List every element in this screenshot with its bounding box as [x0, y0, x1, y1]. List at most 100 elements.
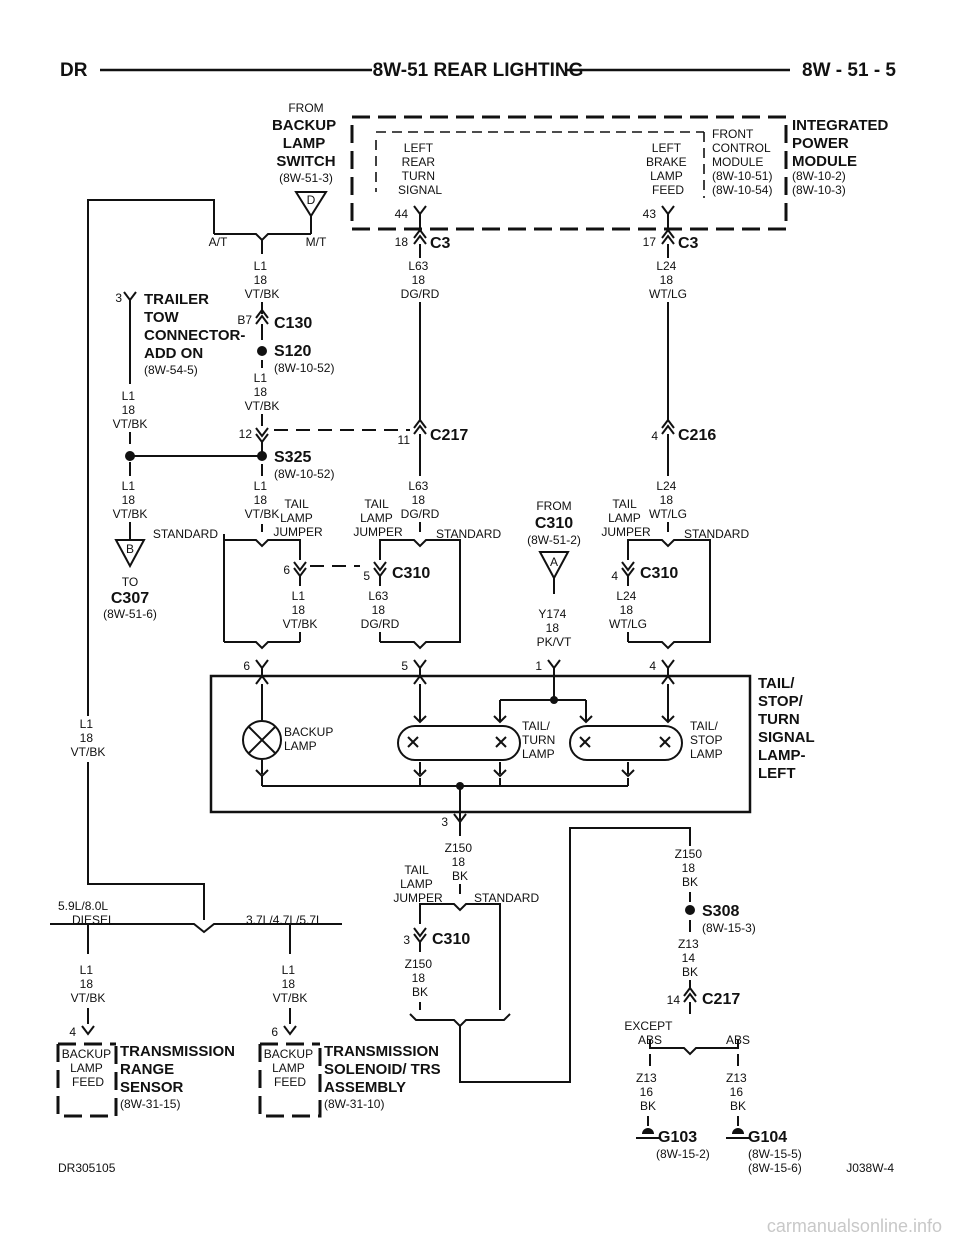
tail-lamp-assembly: TAIL/ STOP/ TURN SIGNAL LAMP- LEFT BACKU…	[209, 674, 819, 836]
c310-from-label: C310	[535, 515, 573, 532]
c3-pin-18: 18	[395, 235, 409, 249]
page-footer: DR305105 J038W-4 carmanualsonline.info	[58, 1161, 942, 1236]
g103-label: G103	[658, 1129, 697, 1146]
footer-left-code: DR305105	[58, 1161, 116, 1175]
backup-switch-ref: (8W-51-3)	[279, 171, 333, 185]
l1-jumper-wire-label: L1 18 VT/BK	[283, 589, 318, 631]
trailer-pin: 3	[115, 291, 122, 305]
ipm-left-brake-label: LEFT BRAKE LAMP FEED	[646, 141, 690, 197]
header-left: DR	[60, 60, 88, 81]
trailer-tow-connector: 3 TRAILER TOW CONNECTOR- ADD ON (8W-54-5…	[103, 291, 334, 621]
z150-wire-label-1: Z150 18 BK	[445, 841, 476, 883]
backup-lamp-label: BACKUP LAMP	[284, 725, 336, 753]
integrated-power-module: LEFT REAR TURN SIGNAL LEFT BRAKE LAMP FE…	[350, 115, 893, 258]
c217-pin-11: 11	[398, 433, 411, 447]
pin-43: 43	[643, 207, 657, 221]
l63-wire-label-1: L63 18 DG/RD	[401, 259, 440, 301]
c216-pin: 4	[651, 429, 658, 443]
l63-wire: L63 18 DG/RD 11 C217 L63 18 DG/RD TAIL L…	[353, 259, 501, 678]
c310-pin-6: 6	[283, 563, 290, 577]
l1-left-label: L1 18 VT/BK	[71, 717, 106, 759]
ipm-left-turn-label: LEFT REAR TURN SIGNAL	[398, 141, 442, 197]
l63-standard-label: STANDARD	[436, 527, 501, 541]
l63-wire-label-3: L63 18 DG/RD	[361, 589, 400, 631]
c310-pin-4: 4	[611, 569, 618, 583]
s325-splice	[257, 451, 267, 461]
transmission-solenoid-assembly: BACKUP LAMP FEED TRANSMISSION SOLENOID/ …	[258, 1042, 441, 1118]
l24-wire-label-3: L24 18 WT/LG	[609, 589, 647, 631]
c217-pin-14: 14	[667, 993, 681, 1007]
l24-wire-label-1: L24 18 WT/LG	[649, 259, 687, 301]
c310-feed: FROM C310 (8W-51-2) A Y174 18 PK/VT 1	[527, 499, 581, 700]
backup-lamp-switch: FROM BACKUP LAMP SWITCH (8W-51-3) D A/T …	[209, 101, 336, 254]
except-abs-label: EXCEPT ABS	[624, 1019, 675, 1047]
c307-label: C307	[111, 590, 149, 607]
z13-14-wire-label: Z13 14 BK	[678, 937, 702, 979]
c307-ref: (8W-51-6)	[103, 607, 157, 621]
l63-wire-label-2: L63 18 DG/RD	[401, 479, 440, 521]
z150-wire-label-2: Z150 18 BK	[405, 957, 436, 999]
lamp-pin-1: 1	[535, 659, 542, 673]
c310-connector-l63: C310	[392, 565, 430, 582]
ground-circuit: Z150 18 BK S308 (8W-15-3) Z13 14 BK 14 C…	[624, 847, 801, 1175]
tail-lamp-title: TAIL/ STOP/ TURN SIGNAL LAMP- LEFT	[758, 675, 819, 782]
c310-pin-3: 3	[403, 933, 410, 947]
c217-pin-12: 12	[239, 427, 253, 441]
l1-gas-label: L1 18 VT/BK	[273, 963, 308, 1005]
mt-label: M/T	[306, 235, 327, 249]
c130-connector: C130	[274, 315, 312, 332]
lamp-pin-4: 4	[649, 659, 656, 673]
backup-switch-from: FROM	[288, 101, 323, 115]
g103-ground-icon	[636, 1128, 660, 1139]
transmission-range-sensor: BACKUP LAMP FEED TRANSMISSION RANGE SENS…	[56, 1042, 239, 1118]
z150-ground-wire: Z150 18 BK TAIL LAMP JUMPER STANDARD 3 C…	[393, 827, 691, 1083]
l24-wire: L24 18 WT/LG 4 C216 L24 18 WT/LG TAIL LA…	[601, 259, 749, 678]
l24-tail-jumper-label: TAIL LAMP JUMPER	[601, 497, 651, 539]
z13-16-wire-label-a: Z13 16 BK	[636, 1071, 660, 1113]
c310-from: FROM	[536, 499, 571, 513]
trs-range-name: TRANSMISSION RANGE SENSOR	[120, 1043, 239, 1096]
l63-tail-jumper-label: TAIL LAMP JUMPER	[353, 497, 403, 539]
diesel-label: 5.9L/8.0L DIESEL	[58, 899, 115, 927]
c307-to: TO	[122, 575, 138, 589]
c3-connector-b: C3	[678, 235, 699, 252]
trs-solenoid-pin: 6	[271, 1025, 278, 1039]
s308-ref: (8W-15-3)	[702, 921, 756, 935]
trs-range-ref: (8W-31-15)	[120, 1097, 180, 1111]
c3-connector-a: C3	[430, 235, 451, 252]
trs-range-feed: BACKUP LAMP FEED	[62, 1047, 114, 1089]
header-title: 8W-51 REAR LIGHTING	[373, 60, 584, 81]
backup-lamp-bulb	[242, 720, 282, 760]
lamp-ground-pin: 3	[441, 815, 448, 829]
g104-ground-icon	[726, 1128, 750, 1139]
gas-engine-label: 3.7L/4.7L/5.7L	[246, 913, 323, 927]
y174-wire-label: Y174 18 PK/VT	[537, 607, 572, 649]
s308-label: S308	[702, 903, 739, 920]
trs-solenoid-feed: BACKUP LAMP FEED	[264, 1047, 316, 1089]
l1-transmission-run: L1 18 VT/BK 5.9L/8.0L DIESEL 3.7L/4.7L/5…	[50, 199, 342, 1039]
abs-label: ABS	[726, 1033, 750, 1047]
fcm-label: FRONT CONTROL MODULE (8W-10-51) (8W-10-5…	[712, 127, 776, 197]
page-header: DR 8W-51 REAR LIGHTING 8W - 51 - 5	[60, 60, 896, 81]
c310-pin-5: 5	[363, 569, 370, 583]
trs-range-pin: 4	[69, 1025, 76, 1039]
l1-diesel-label: L1 18 VT/BK	[71, 963, 106, 1005]
ipm-title: INTEGRATED POWER MODULE	[792, 117, 893, 170]
l1-trailer-label: L1 18 VT/BK	[113, 389, 148, 431]
l24-wire-label-2: L24 18 WT/LG	[649, 479, 687, 521]
l1-standard-label: STANDARD	[153, 527, 218, 541]
c3-pin-17: 17	[643, 235, 657, 249]
g104-label: G104	[748, 1129, 787, 1146]
l1-wire-label-3: L1 18 VT/BK	[245, 479, 280, 521]
c310-from-ref: (8W-51-2)	[527, 533, 581, 547]
tail-turn-lamp-label: TAIL/ TURN LAMP	[522, 719, 559, 761]
l1-wire-upper: L1 18 VT/BK B7 C130 S120 (8W-10-52) L1 1…	[237, 259, 410, 452]
c130-pin: B7	[237, 313, 252, 327]
c310-connector-z150: C310	[432, 931, 470, 948]
l1-c307-label: L1 18 VT/BK	[113, 479, 148, 521]
c310-connector-a: A	[550, 555, 558, 569]
z13-16-wire-label-b: Z13 16 BK	[726, 1071, 750, 1113]
trailer-ref: (8W-54-5)	[144, 363, 198, 377]
z150-wire-label-3: Z150 18 BK	[675, 847, 706, 889]
